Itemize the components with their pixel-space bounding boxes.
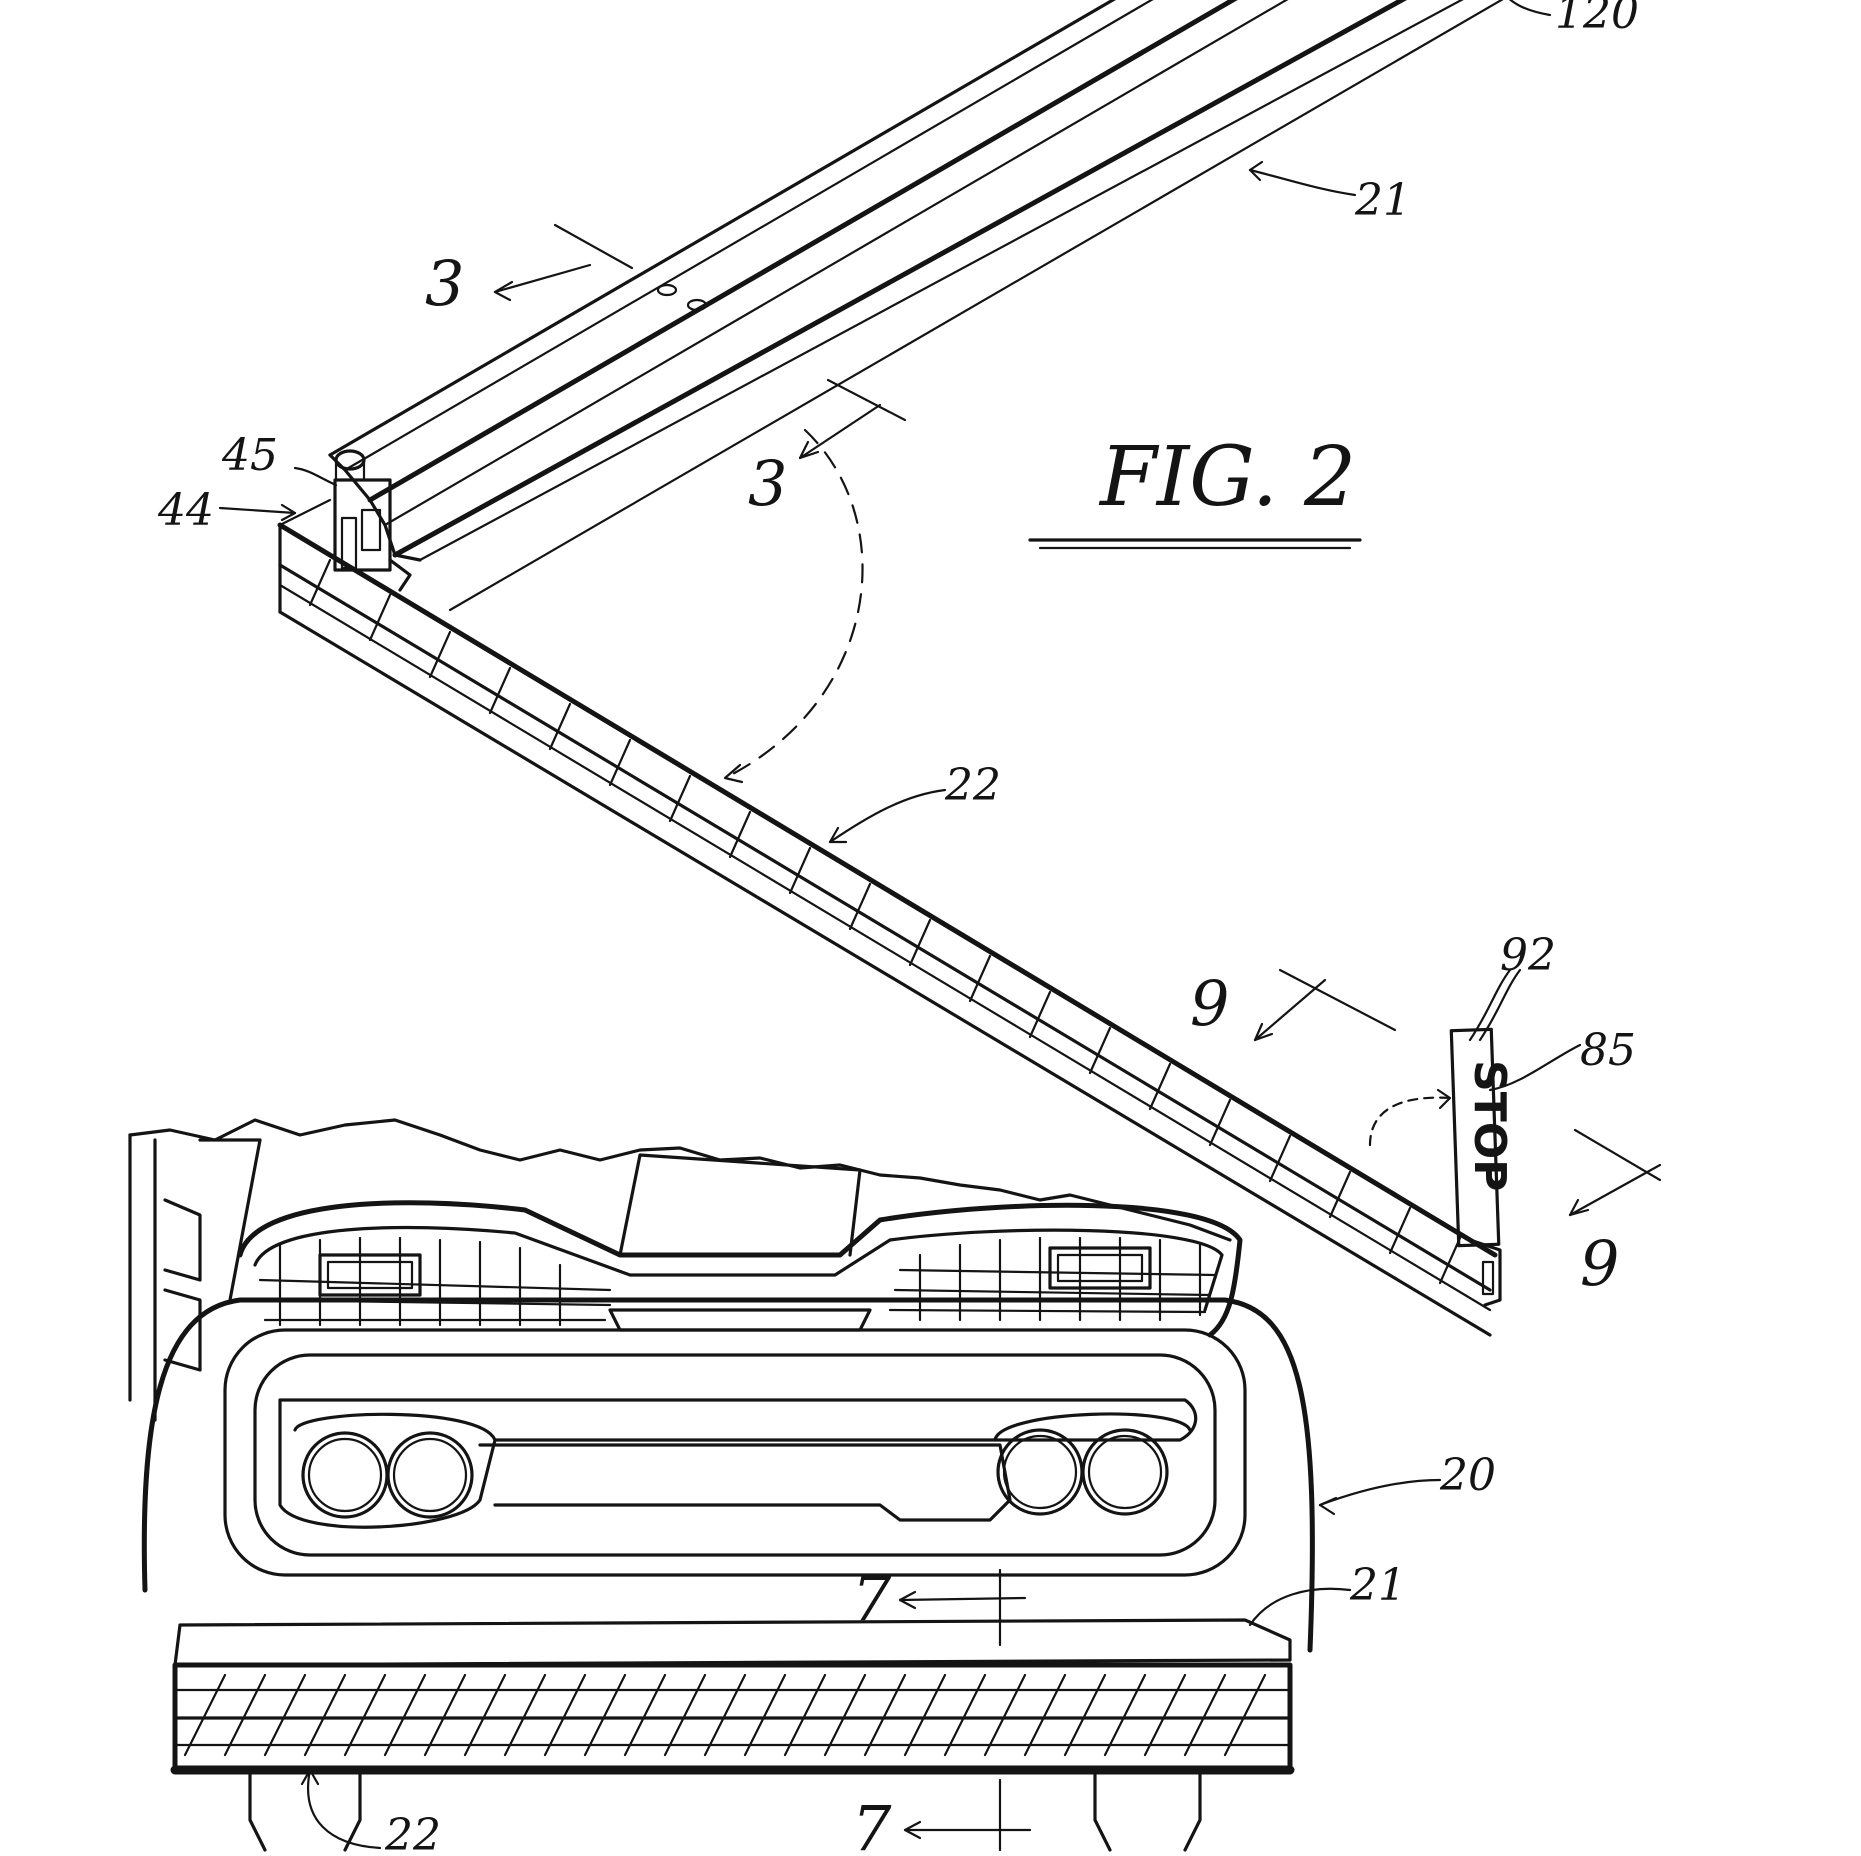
- section-7-bottom: 7: [852, 1792, 892, 1856]
- section-7-top: 7: [852, 1562, 892, 1635]
- ref-44: 44: [157, 485, 214, 536]
- ref-85: 85: [1580, 1025, 1636, 1076]
- ref-22-bumper: 22: [384, 1810, 441, 1856]
- ref-45: 45: [221, 430, 278, 481]
- section-3-right: 3: [748, 447, 787, 520]
- reference-numerals: 120 21 45 44 22 92 85 20 21 22: [157, 0, 1639, 1856]
- bumper-rail: [170, 1618, 1295, 1852]
- ref-20: 20: [1439, 1450, 1496, 1501]
- section-labels: 3 3 9 9 7 7: [425, 247, 1619, 1856]
- ref-120: 120: [1555, 0, 1639, 39]
- mounting-clamp: [218, 449, 412, 592]
- ref-22-rail: 22: [944, 760, 1001, 811]
- lower-rail-member: [277, 498, 1502, 1337]
- figure-label: FIG. 2: [1098, 430, 1356, 525]
- vehicle-front: [128, 1118, 1442, 1653]
- figure-label-group: FIG. 2: [1028, 430, 1362, 550]
- ref-21-upper: 21: [1354, 175, 1411, 226]
- swing-arc: [723, 428, 1452, 1147]
- ref-92: 92: [1500, 930, 1556, 981]
- stop-sign: STOP: [1449, 968, 1582, 1248]
- stop-sign-text: STOP: [1464, 1060, 1515, 1191]
- section-markers: [493, 223, 1662, 1852]
- section-3-left: 3: [425, 247, 464, 320]
- section-9-left: 9: [1190, 967, 1229, 1040]
- section-9-right: 9: [1580, 1227, 1619, 1300]
- upper-rail-member: [328, 0, 1552, 612]
- ref-21-bumper: 21: [1349, 1560, 1406, 1611]
